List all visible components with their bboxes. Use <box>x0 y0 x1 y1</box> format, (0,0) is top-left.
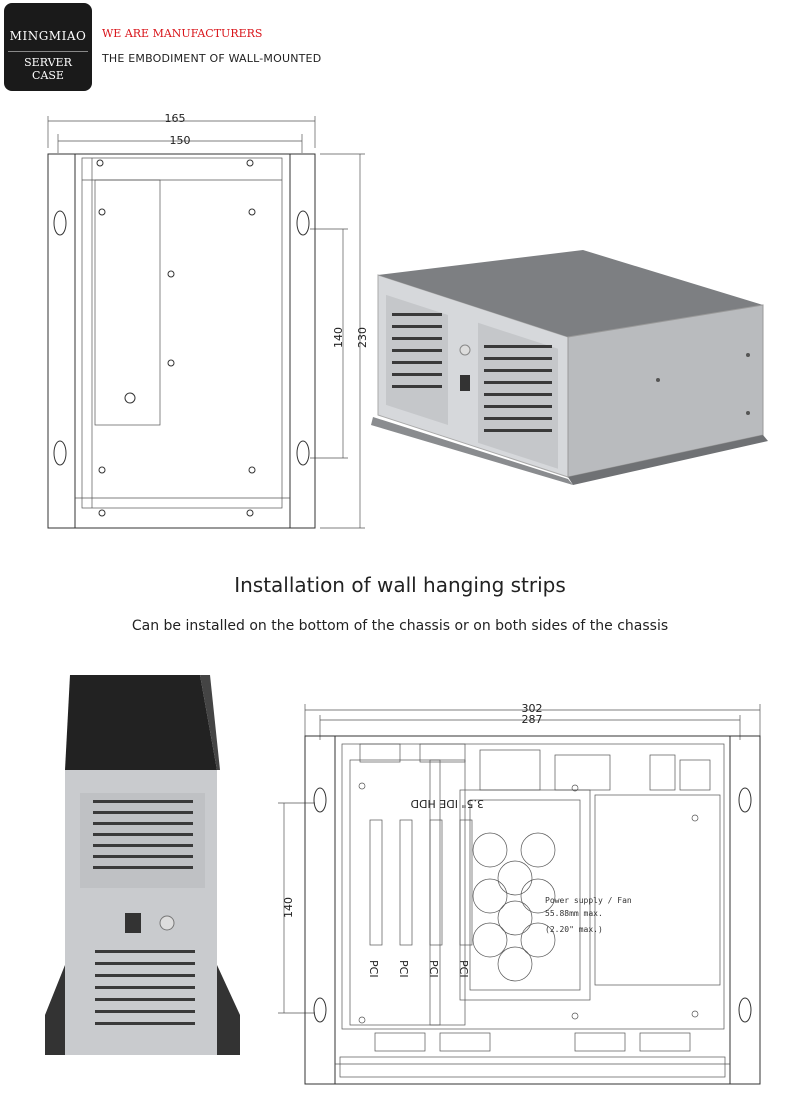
brand-product: SERVER CASE <box>8 51 88 82</box>
tagline-red: WE ARE MANUFACTURERS <box>102 27 263 40</box>
dim-230: 230 <box>356 327 369 348</box>
dim-140-bottom: 140 <box>282 897 295 918</box>
case-upright-image <box>45 675 240 1055</box>
brand-logo: MINGMIAO SERVER CASE <box>4 3 92 91</box>
brand-name: MINGMIAO <box>9 29 87 43</box>
psu-note-1: Power supply / Fan <box>545 896 632 905</box>
pci-label-4: PCI <box>457 960 470 978</box>
pci-label-1: PCI <box>367 960 380 978</box>
pci-label-3: PCI <box>427 960 440 978</box>
section-subtitle: Can be installed on the bottom of the ch… <box>131 618 669 634</box>
dim-165: 165 <box>165 112 186 125</box>
pci-label-2: PCI <box>397 960 410 978</box>
psu-note-2: 55.88mm max. <box>545 909 603 918</box>
top-technical-drawing: 165 150 230 140 <box>47 112 369 529</box>
bottom-technical-drawing: 302 287 140 PCI PCI PCI PCI 3.5" IDE HDD… <box>278 702 761 1085</box>
case-isometric-image <box>371 250 768 485</box>
dim-150: 150 <box>170 134 191 147</box>
dim-287: 287 <box>522 713 543 726</box>
section-title: Installation of wall hanging strips <box>234 573 566 597</box>
tagline: THE EMBODIMENT OF WALL-MOUNTED <box>102 52 322 65</box>
hdd-bay-label: 3.5" IDE HDD <box>411 797 484 810</box>
dim-302: 302 <box>522 702 543 715</box>
dim-140-top: 140 <box>332 327 345 348</box>
psu-note-3: (2.20" max.) <box>545 925 603 934</box>
